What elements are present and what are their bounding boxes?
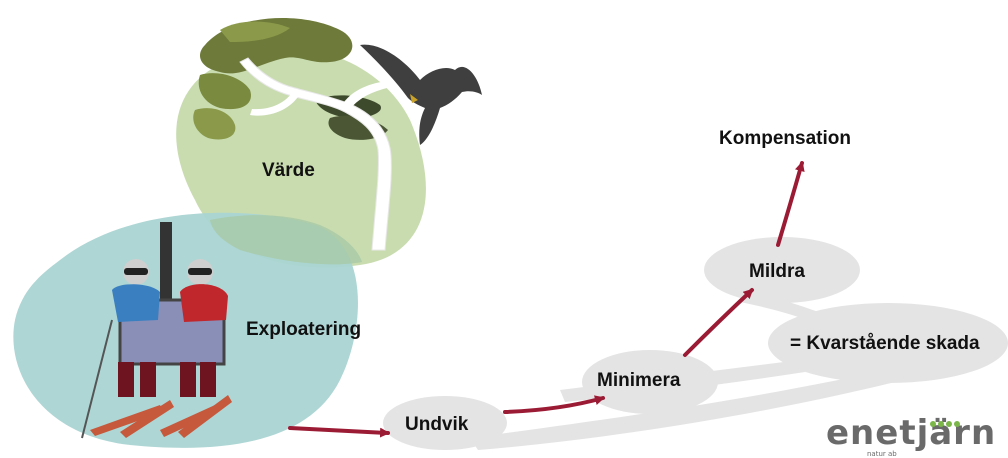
label-exploatering: Exploatering (246, 319, 362, 340)
label-minimera: Minimera (597, 370, 681, 391)
logo-dots-icon (930, 421, 960, 427)
arrow-to-mildra (683, 288, 754, 357)
arrows (288, 161, 805, 438)
arrow-to-minimera (503, 395, 605, 414)
bird-illustration (360, 44, 482, 145)
undvik-blob (383, 396, 507, 450)
minimera-blob (582, 350, 718, 414)
step-blobs (383, 237, 1008, 450)
tree-illustration (193, 17, 396, 251)
enetjarn-logo: enetjärn natur ab (826, 413, 996, 458)
label-varde: Värde (262, 160, 315, 181)
mildra-blob (704, 237, 860, 303)
logo-subtitle: natur ab (867, 450, 897, 458)
label-undvik: Undvik (405, 414, 469, 435)
logo-wordmark: enetjärn (826, 413, 997, 453)
overlap-region (210, 215, 362, 265)
arrow-to-kompensation (776, 161, 805, 247)
label-mildra: Mildra (749, 261, 805, 282)
chairlift-skiers-illustration (81, 222, 232, 439)
label-kvarstaende: = Kvarstående skada (790, 333, 980, 354)
arrow-to-undvik (288, 426, 390, 438)
kvarstaende-blob (768, 303, 1008, 383)
label-kompensation: Kompensation (719, 128, 851, 149)
